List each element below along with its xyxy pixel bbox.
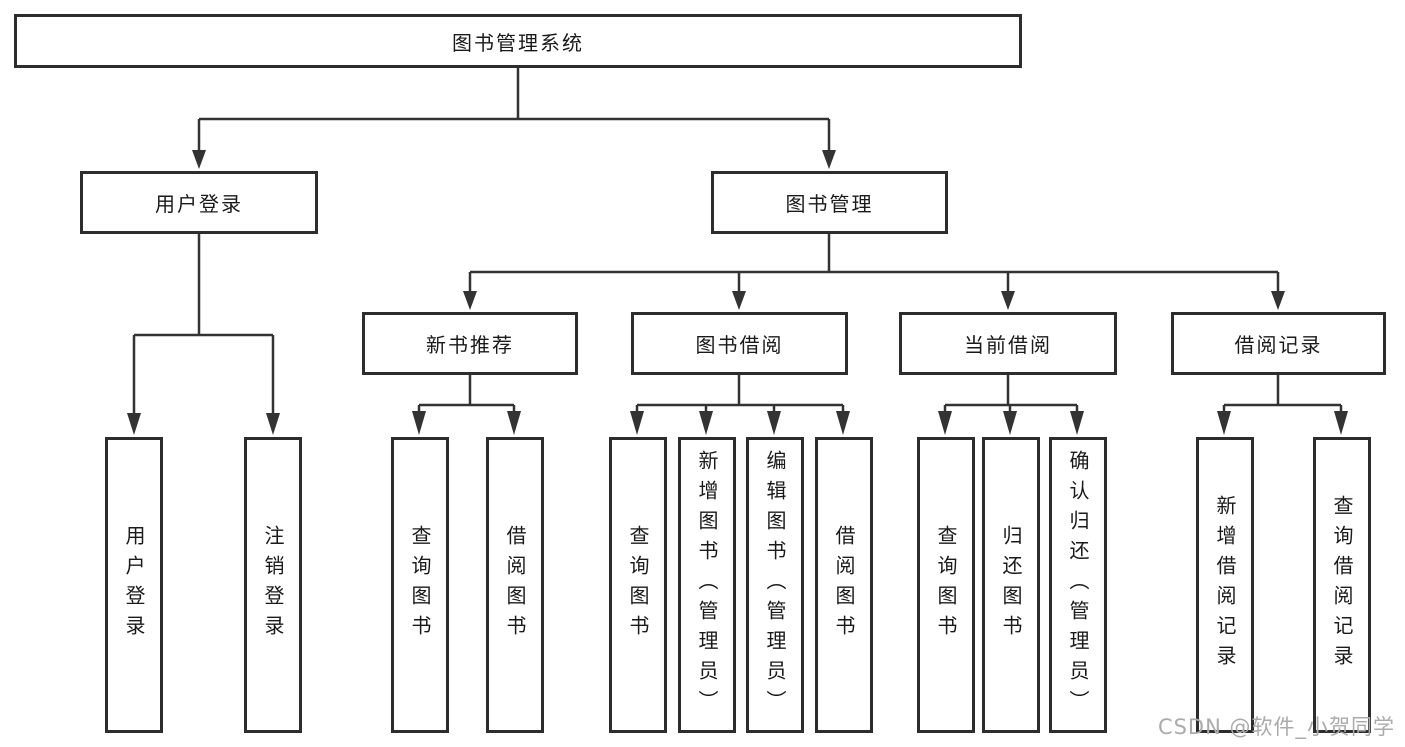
- node-root-library-system: 图书管理系统: [14, 14, 1022, 68]
- node-borrowing-records-label: 借阅记录: [1234, 333, 1323, 357]
- leaf-add-borrow-record: 新增借阅记录: [1196, 437, 1254, 733]
- leaf-user-login-label: 用户登录: [122, 525, 146, 645]
- node-book-borrowing: 图书借阅: [631, 312, 848, 375]
- node-user-login: 用户登录: [80, 171, 318, 234]
- leaf-query-books-current: 查询图书: [917, 437, 975, 733]
- node-book-management: 图书管理: [711, 171, 948, 234]
- node-new-book-recommend-label: 新书推荐: [426, 333, 514, 357]
- leaf-user-login: 用户登录: [105, 437, 163, 733]
- leaf-borrow-books-recommend-label: 借阅图书: [503, 525, 527, 645]
- leaf-query-books-current-label: 查询图书: [934, 525, 958, 645]
- leaf-confirm-return-admin: 确认归还（管理员）: [1049, 437, 1107, 733]
- leaf-borrow-books-recommend: 借阅图书: [486, 437, 544, 733]
- leaf-return-book: 归还图书: [982, 437, 1040, 733]
- node-book-management-label: 图书管理: [785, 192, 874, 216]
- node-root-label: 图书管理系统: [452, 30, 584, 55]
- leaf-query-books-borrowing: 查询图书: [609, 437, 667, 733]
- leaf-add-borrow-record-label: 新增借阅记录: [1213, 495, 1237, 675]
- leaf-query-borrow-record-label: 查询借阅记录: [1330, 495, 1354, 675]
- leaf-logout-login: 注销登录: [244, 437, 302, 733]
- leaf-query-books-recommend: 查询图书: [391, 437, 449, 733]
- node-new-book-recommend: 新书推荐: [362, 312, 578, 375]
- leaf-add-book-admin: 新增图书（管理员）: [678, 437, 736, 733]
- leaf-add-book-admin-label: 新增图书（管理员）: [695, 450, 719, 720]
- leaf-edit-book-admin-label: 编辑图书（管理员）: [763, 450, 787, 720]
- leaf-borrow-books-borrowing-label: 借阅图书: [832, 525, 856, 645]
- leaf-borrow-books-borrowing: 借阅图书: [815, 437, 873, 733]
- leaf-query-books-recommend-label: 查询图书: [408, 525, 432, 645]
- leaf-query-books-borrowing-label: 查询图书: [626, 525, 650, 645]
- node-book-borrowing-label: 图书借阅: [695, 333, 784, 357]
- node-current-borrowing: 当前借阅: [899, 312, 1117, 375]
- leaf-query-borrow-record: 查询借阅记录: [1313, 437, 1371, 733]
- node-current-borrowing-label: 当前借阅: [964, 333, 1052, 357]
- node-borrowing-records: 借阅记录: [1171, 312, 1386, 375]
- leaf-return-book-label: 归还图书: [999, 525, 1023, 645]
- node-user-login-label: 用户登录: [155, 192, 243, 216]
- leaf-confirm-return-admin-label: 确认归还（管理员）: [1066, 450, 1090, 720]
- leaf-edit-book-admin: 编辑图书（管理员）: [746, 437, 804, 733]
- csdn-watermark: CSDN @软件_小贺同学: [1157, 715, 1395, 739]
- leaf-logout-login-label: 注销登录: [261, 525, 285, 645]
